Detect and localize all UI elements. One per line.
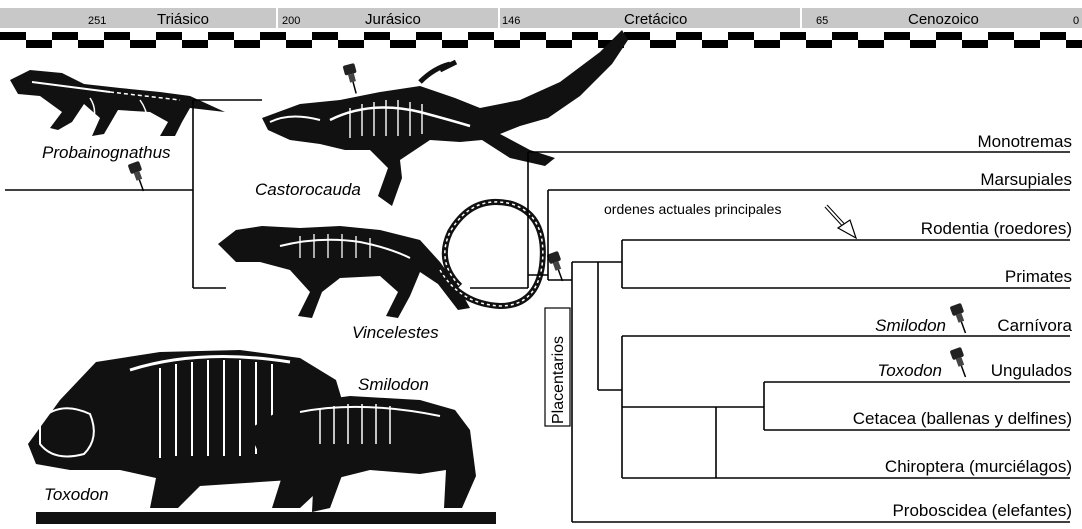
checker-cell — [0, 32, 26, 40]
checker-cell — [26, 40, 52, 48]
checker-cell — [988, 32, 1014, 40]
checker-cell — [910, 40, 936, 48]
checker-cell — [364, 32, 390, 40]
checker-cell — [312, 32, 338, 40]
period-bar-triassic — [0, 8, 276, 28]
checker-cell — [936, 32, 962, 40]
pin-icon — [128, 161, 150, 193]
label-chiroptera: Chiroptera (murciélagos) — [885, 457, 1072, 476]
checker-cell — [156, 32, 182, 40]
label-orders-note: ordenes actuales principales — [604, 201, 781, 217]
checker-cell — [468, 32, 494, 40]
label-smilodon-tree: Smilodon — [875, 316, 946, 335]
checker-cell — [286, 40, 312, 48]
age-200: 200 — [282, 15, 300, 27]
checker-cell — [520, 32, 546, 40]
checker-cell — [780, 32, 806, 40]
checker-cell — [208, 32, 234, 40]
label-castorocauda: Castorocauda — [255, 180, 361, 199]
checker-cell — [494, 40, 520, 48]
ground-bar — [36, 512, 496, 524]
checker-cell — [260, 32, 286, 40]
label-vincelestes: Vincelestes — [352, 323, 439, 342]
checker-cell — [806, 40, 832, 48]
age-251: 251 — [88, 15, 106, 27]
age-65: 65 — [816, 15, 828, 27]
label-probainognathus: Probainognathus — [42, 143, 171, 162]
label-rodentia: Rodentia (roedores) — [921, 219, 1072, 238]
checker-cell — [546, 40, 572, 48]
label-monotremes: Monotremas — [978, 132, 1072, 151]
checker-cell — [650, 40, 676, 48]
pin-icon — [547, 251, 569, 283]
checker-cell — [78, 40, 104, 48]
checker-cell — [754, 40, 780, 48]
label-marsupials: Marsupiales — [980, 170, 1072, 189]
checker-cell — [182, 40, 208, 48]
checker-cell — [416, 32, 442, 40]
checker-cell — [1014, 40, 1040, 48]
label-carnivora: Carnívora — [997, 316, 1072, 335]
label-placentals: Placentarios — [550, 336, 567, 424]
pin-icon — [343, 63, 362, 95]
checker-cell — [338, 40, 364, 48]
label-ungulates: Ungulados — [991, 361, 1072, 380]
checker-cell — [728, 32, 754, 40]
period-jurassic: Jurásico — [365, 11, 421, 28]
checker-cell — [1040, 32, 1066, 40]
age-146: 146 — [502, 15, 520, 27]
checker-cell — [572, 32, 598, 40]
checker-cell — [130, 40, 156, 48]
period-triassic: Triásico — [157, 11, 209, 28]
label-primates: Primates — [1005, 267, 1072, 286]
checker-cell — [1066, 40, 1082, 48]
pin-icon — [950, 303, 972, 335]
arrow-icon — [826, 206, 856, 238]
vincelestes-figure: Vincelestes — [218, 202, 568, 342]
toxodon-smilodon-figure: Smilodon Toxodon — [28, 350, 496, 524]
label-toxodon-tree: Toxodon — [877, 361, 942, 380]
checker-cell — [832, 32, 858, 40]
checker-cell — [234, 40, 260, 48]
checker-cell — [884, 32, 910, 40]
checker-cell — [702, 40, 728, 48]
checker-cell — [390, 40, 416, 48]
label-smilodon-fig: Smilodon — [358, 375, 429, 394]
checker-cell — [442, 40, 468, 48]
period-cretaceous: Cretácico — [624, 11, 687, 28]
label-proboscidea: Proboscidea (elefantes) — [892, 501, 1072, 520]
checker-cell — [104, 32, 130, 40]
castorocauda-figure: Castorocauda — [255, 30, 628, 206]
checker-cell — [624, 32, 650, 40]
pin-icon — [950, 347, 972, 379]
checker-cell — [676, 32, 702, 40]
checker-cell — [962, 40, 988, 48]
label-cetacea: Cetacea (ballenas y delfines) — [853, 409, 1072, 428]
age-0: 0 — [1073, 15, 1079, 27]
label-toxodon-fig: Toxodon — [44, 485, 109, 504]
period-cenozoic: Cenozoico — [908, 11, 979, 28]
checker-cell — [52, 32, 78, 40]
checker-scale — [0, 32, 1082, 48]
timescale: 251 Triásico 200 Jurásico 146 Cretácico … — [0, 8, 1082, 48]
checker-cell — [858, 40, 884, 48]
placentals-label-box: Placentarios — [545, 308, 570, 426]
